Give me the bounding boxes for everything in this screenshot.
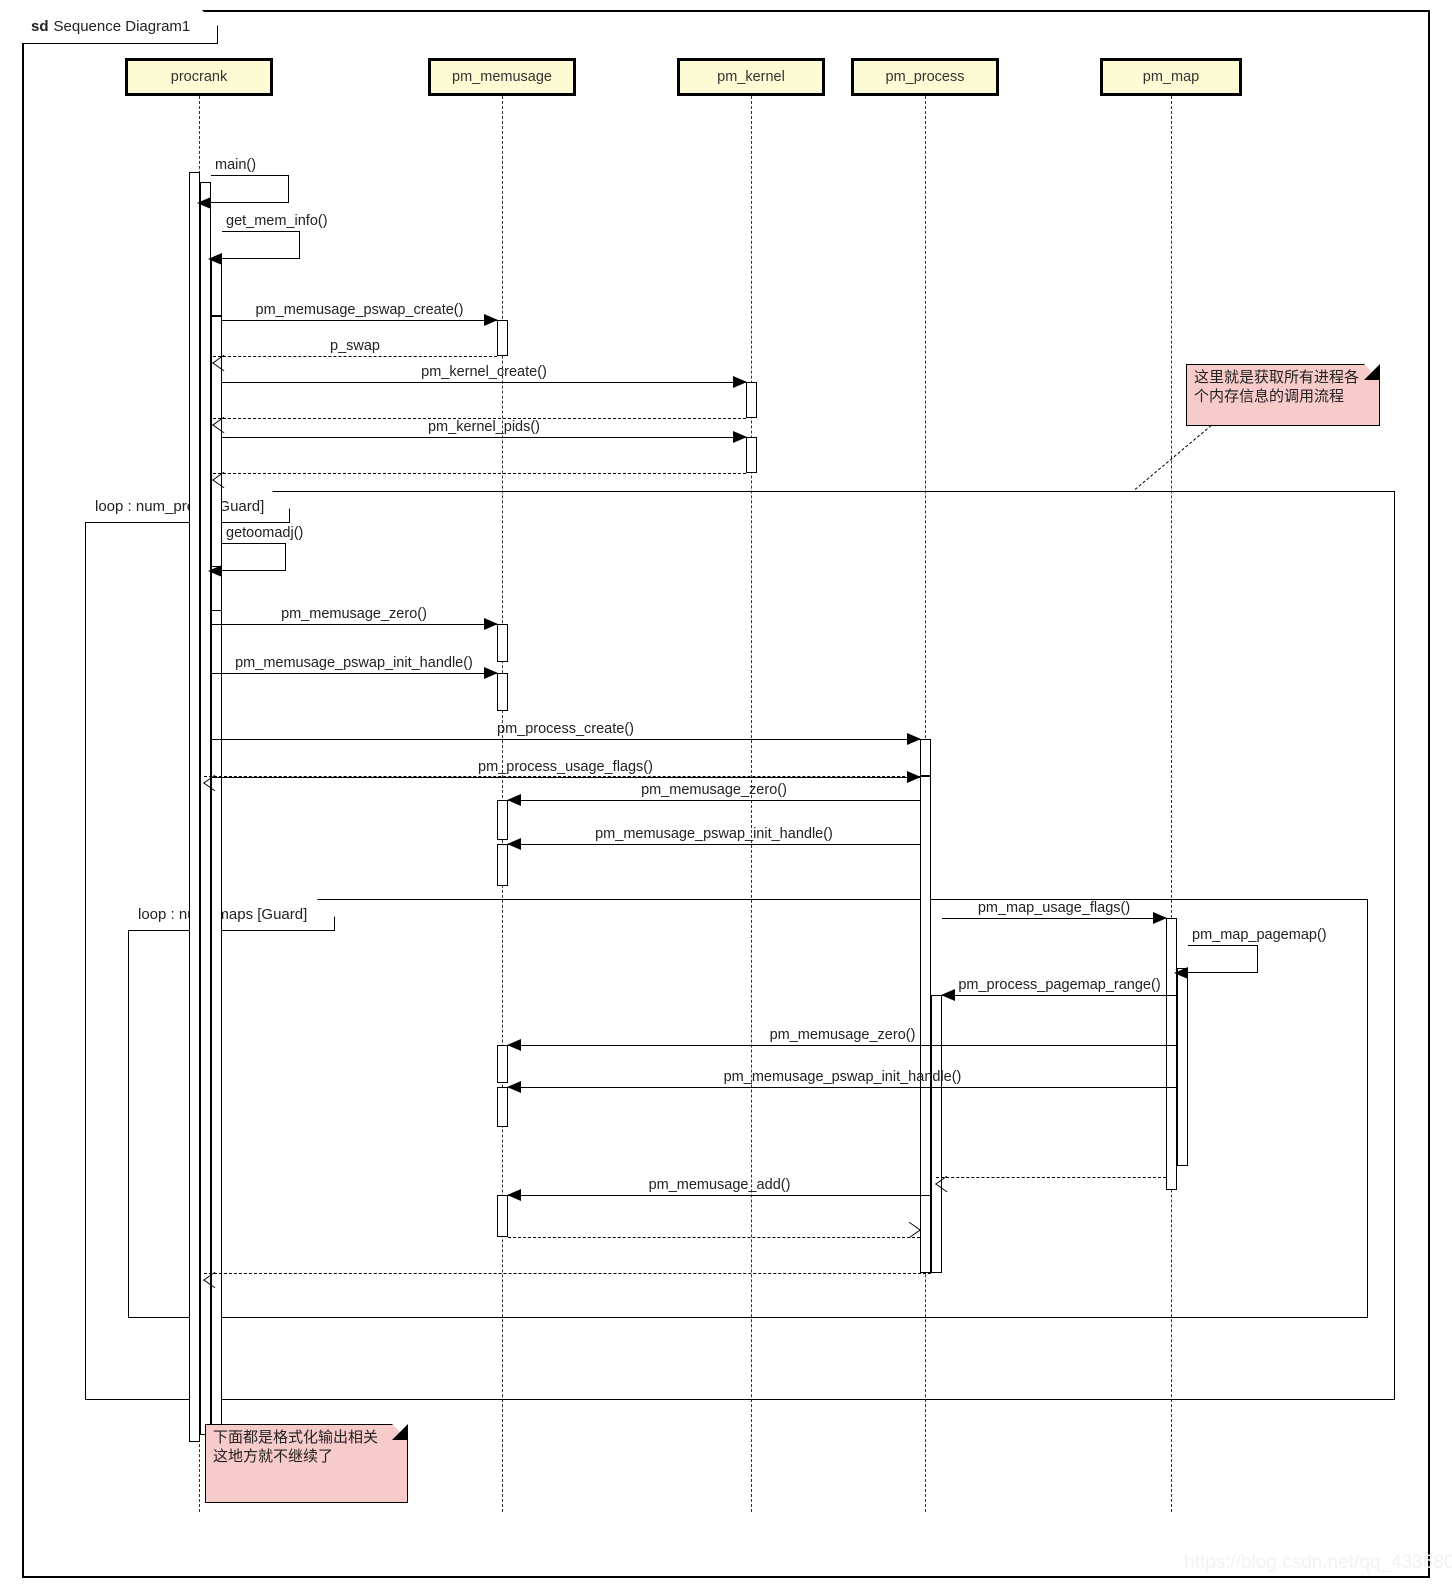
- arrowhead-left-icon: [941, 988, 955, 1001]
- note-right-line-1: 这里就是获取所有进程各: [1194, 368, 1360, 386]
- note-right-line-2: 个内存信息的调用流程: [1194, 387, 1345, 406]
- arrowhead-right-icon: [733, 430, 747, 443]
- arrowhead-right-icon: [484, 617, 498, 630]
- lifeline-label-pm_map: pm_map: [1142, 69, 1200, 85]
- activation-pm_memusage-add: [497, 1195, 508, 1237]
- self-message-main[interactable]: main(): [197, 157, 289, 209]
- self-message-label-get-mem-info: get_mem_info(): [226, 213, 328, 229]
- note-right: 这里就是获取所有进程各 个内存信息的调用流程: [1186, 364, 1380, 426]
- activation-pm_memusage-zero-1: [497, 624, 508, 662]
- activation-pm_kernel-pids: [746, 437, 757, 473]
- message-label: pm_process_create(): [497, 720, 634, 737]
- fragment-loop-num-procs-tab: loop : num_procs [Guard]: [85, 491, 290, 523]
- message-label: pm_memusage_pswap_init_handle(): [235, 654, 473, 671]
- message-label: pm_kernel_create(): [421, 363, 547, 380]
- activation-pm_map-usage-flags: [1166, 918, 1177, 1190]
- lifeline-header-procrank[interactable]: procrank: [125, 58, 273, 96]
- self-message-label-getoomadj: getoomadj(): [226, 525, 304, 541]
- activation-pm_process-pagemap-range: [931, 995, 942, 1273]
- note-bottom: 下面都是格式化输出相关 这地方就不继续了: [205, 1424, 408, 1503]
- lifeline-pm_kernel: [751, 96, 752, 1512]
- activation-pm_kernel-create: [746, 382, 757, 418]
- self-message-pm-map-pagemap[interactable]: pm_map_pagemap(): [1174, 927, 1327, 979]
- message-label: p_swap: [330, 337, 380, 354]
- arrowhead-left-icon: [507, 1038, 521, 1051]
- self-message-label-pm-map-pagemap: pm_map_pagemap(): [1192, 927, 1327, 943]
- lifeline-label-procrank: procrank: [170, 69, 228, 85]
- activation-pm_memusage-zero-3: [497, 1045, 508, 1083]
- self-message-get-mem-info[interactable]: get_mem_info(): [208, 213, 328, 265]
- activation-pm_memusage-pswap-init-1: [497, 673, 508, 711]
- message-label: pm_kernel_pids(): [427, 418, 541, 435]
- fragment-loop-num-maps-tab: loop : num_maps [Guard]: [128, 899, 335, 931]
- activation-procrank-get-mem-info: [211, 258, 222, 316]
- message-label: pm_process_usage_flags(): [478, 758, 653, 775]
- activation-pm_memusage-pswap-init-3: [497, 1087, 508, 1127]
- message-label: pm_memusage_pswap_init_handle(): [723, 1068, 962, 1085]
- lifeline-label-pm_kernel: pm_kernel: [717, 69, 785, 85]
- message-label: pm_memusage_zero(): [769, 1026, 916, 1043]
- arrowhead-left-icon: [208, 252, 222, 265]
- lifeline-header-pm_map[interactable]: pm_map: [1100, 58, 1242, 96]
- activation-pm_map-pagemap: [1177, 968, 1188, 1166]
- arrowhead-right-icon: [907, 732, 921, 745]
- activation-pm_memusage-pswap-init-2: [497, 844, 508, 886]
- arrowhead-left-icon: [1174, 966, 1188, 979]
- note-bottom-line-2: 这地方就不继续了: [213, 1447, 334, 1466]
- message-label: pm_memusage_zero(): [641, 781, 787, 798]
- activation-pm_process-usage-flags: [920, 776, 931, 1273]
- diagram-frame: [22, 10, 1430, 1578]
- arrowhead-right-icon: [484, 313, 498, 326]
- diagram-title: Sequence Diagram1: [53, 18, 191, 35]
- arrowhead-left-icon: [507, 1188, 521, 1201]
- activation-pm_memusage-zero-2: [497, 800, 508, 840]
- lifeline-header-pm_memusage[interactable]: pm_memusage: [428, 58, 576, 96]
- message-label: pm_memusage_pswap_create(): [255, 301, 464, 318]
- arrowhead-right-icon: [1153, 911, 1167, 924]
- arrowhead-left-icon: [507, 793, 521, 806]
- fragment-loop-num-procs: [85, 491, 1395, 1400]
- message-label: pm_map_usage_flags(): [977, 899, 1131, 916]
- note-right-fold-icon: [1364, 364, 1380, 380]
- arrowhead-right-icon: [484, 666, 498, 679]
- self-message-getoomadj[interactable]: getoomadj(): [208, 525, 303, 577]
- fragment-label-loop-num-procs: loop : num_procs [Guard]: [95, 498, 265, 515]
- lifeline-header-pm_process[interactable]: pm_process: [851, 58, 999, 96]
- diagram-frame-tab: sd Sequence Diagram1: [22, 10, 218, 44]
- message-label: pm_memusage_add(): [648, 1176, 791, 1193]
- activation-pm_process-create: [920, 739, 931, 776]
- message-label: pm_memusage_zero(): [281, 605, 427, 622]
- note-bottom-line-1: 下面都是格式化输出相关: [213, 1428, 379, 1446]
- fragment-label-loop-num-maps: loop : num_maps [Guard]: [138, 906, 308, 923]
- message-label: pm_process_pagemap_range(): [958, 976, 1161, 993]
- lifeline-header-pm_kernel[interactable]: pm_kernel: [677, 58, 825, 96]
- lifeline-label-pm_memusage: pm_memusage: [452, 69, 552, 85]
- diagram-kind-label: sd: [31, 18, 49, 35]
- arrowhead-right-icon: [907, 770, 921, 783]
- arrowhead-left-icon: [507, 1080, 521, 1093]
- lifeline-pm_map: [1171, 96, 1172, 1512]
- fragment-loop-num-maps: [128, 899, 1368, 1318]
- message-label: pm_memusage_pswap_init_handle(): [595, 825, 833, 842]
- arrowhead-left-icon: [208, 564, 222, 577]
- arrowhead-right-icon: [733, 375, 747, 388]
- arrowhead-left-icon: [507, 837, 521, 850]
- lifeline-label-pm_process: pm_process: [885, 69, 965, 85]
- activation-procrank-main: [189, 172, 200, 1442]
- self-message-label-main: main(): [215, 157, 257, 173]
- activation-procrank-level2: [200, 182, 211, 1435]
- note-bottom-fold-icon: [392, 1424, 408, 1440]
- arrowhead-left-icon: [197, 196, 211, 209]
- watermark-text: https://blog.csdn.net/qq_43368047: [1184, 1552, 1452, 1573]
- activation-pm_memusage-pswap-create: [497, 320, 508, 356]
